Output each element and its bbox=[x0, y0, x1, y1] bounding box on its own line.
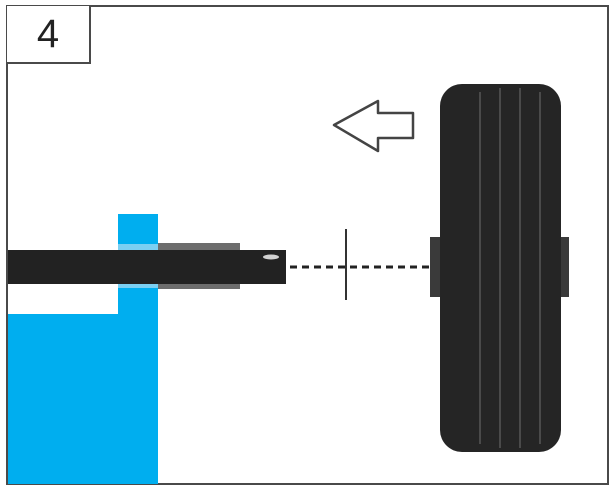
step-number: 4 bbox=[36, 12, 60, 56]
lift-column bbox=[8, 214, 158, 484]
lift-step-notch bbox=[8, 294, 118, 314]
shaft-tip bbox=[263, 254, 279, 260]
step-label-box: 4 bbox=[7, 6, 91, 64]
hub-flange-left bbox=[430, 237, 442, 297]
arrow-left-icon bbox=[332, 99, 415, 153]
balancer-shaft bbox=[8, 250, 286, 284]
hub-flange-right bbox=[559, 237, 569, 297]
lift-base bbox=[8, 314, 158, 484]
wheel bbox=[430, 84, 569, 452]
